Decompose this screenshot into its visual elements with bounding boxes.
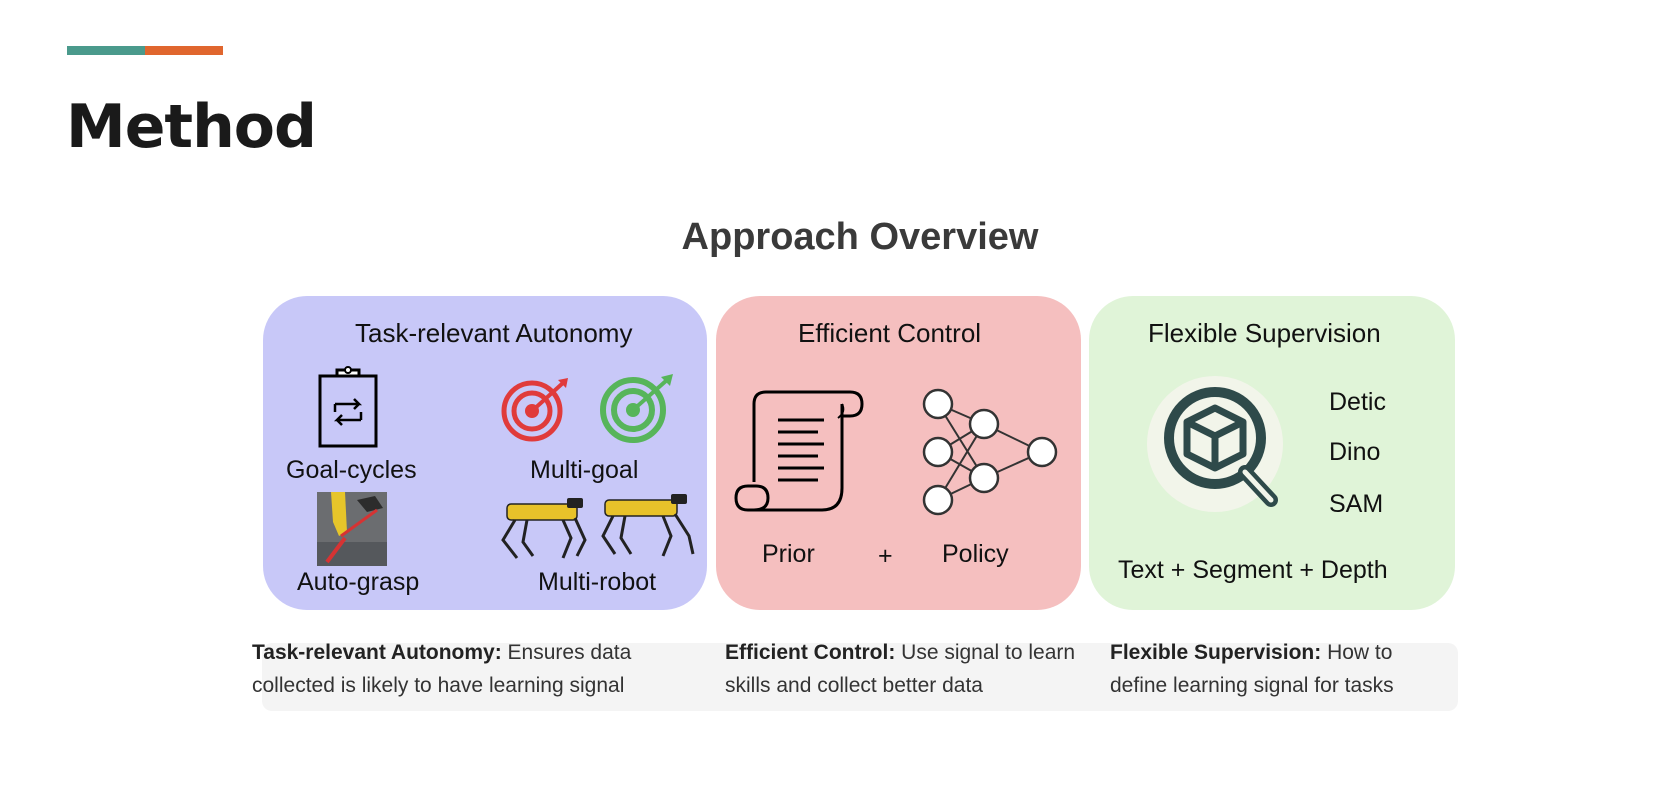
description-text: How to define learning signal for tasks	[1110, 641, 1394, 697]
diagram-title: Approach Overview	[681, 216, 1039, 258]
label-auto-grasp: Auto-grasp	[297, 568, 420, 596]
label-plus: +	[878, 542, 893, 570]
description-background	[262, 643, 1458, 711]
scroll-icon	[734, 390, 864, 512]
label-policy: Policy	[942, 540, 1009, 568]
card-flexible-supervision: Flexible Supervision Detic Dino SAM Text…	[1089, 296, 1455, 610]
label-multi-goal: Multi-goal	[530, 456, 639, 484]
description-heading: Task-relevant Autonomy:	[252, 641, 502, 664]
card-title: Task-relevant Autonomy	[355, 318, 633, 348]
label-detic: Detic	[1329, 388, 1386, 416]
page-title: Method	[66, 92, 317, 162]
label-multi-robot: Multi-robot	[538, 568, 657, 596]
description-text: Use signal to learn skills and collect b…	[725, 641, 1076, 697]
neural-network-icon	[922, 388, 1058, 516]
description-efficient-control: Efficient Control: Use signal to learn s…	[725, 636, 1105, 702]
green-target-icon	[600, 374, 673, 443]
red-target-icon	[501, 378, 568, 442]
label-sam: SAM	[1329, 490, 1384, 518]
card-task-relevant-autonomy: Task-relevant Autonomy Goal-cycles Multi…	[263, 296, 707, 610]
label-goal-cycles: Goal-cycles	[286, 456, 417, 484]
card-title: Flexible Supervision	[1148, 318, 1381, 348]
label-prior: Prior	[762, 540, 815, 568]
card-efficient-control: Efficient Control Prior + P	[716, 296, 1081, 610]
description-flexible-supervision: Flexible Supervision: How to define lear…	[1110, 636, 1430, 702]
description-text: Ensures data collected is likely to have…	[252, 641, 632, 697]
caption-text-segment-depth: Text + Segment + Depth	[1118, 556, 1388, 584]
card-title: Efficient Control	[798, 318, 982, 348]
magnifier-cube-icon	[1147, 376, 1283, 512]
quadruped-robot-icon	[501, 494, 695, 559]
description-heading: Efficient Control:	[725, 641, 896, 664]
clipboard-cycle-icon	[318, 366, 378, 448]
description-heading: Flexible Supervision:	[1110, 641, 1322, 664]
robot-gripper-photo	[317, 492, 387, 566]
description-task-relevant-autonomy: Task-relevant Autonomy: Ensures data col…	[252, 636, 672, 702]
accent-segment-teal	[67, 46, 145, 55]
accent-bar	[67, 46, 223, 55]
accent-segment-orange	[145, 46, 223, 55]
label-dino: Dino	[1329, 438, 1381, 466]
